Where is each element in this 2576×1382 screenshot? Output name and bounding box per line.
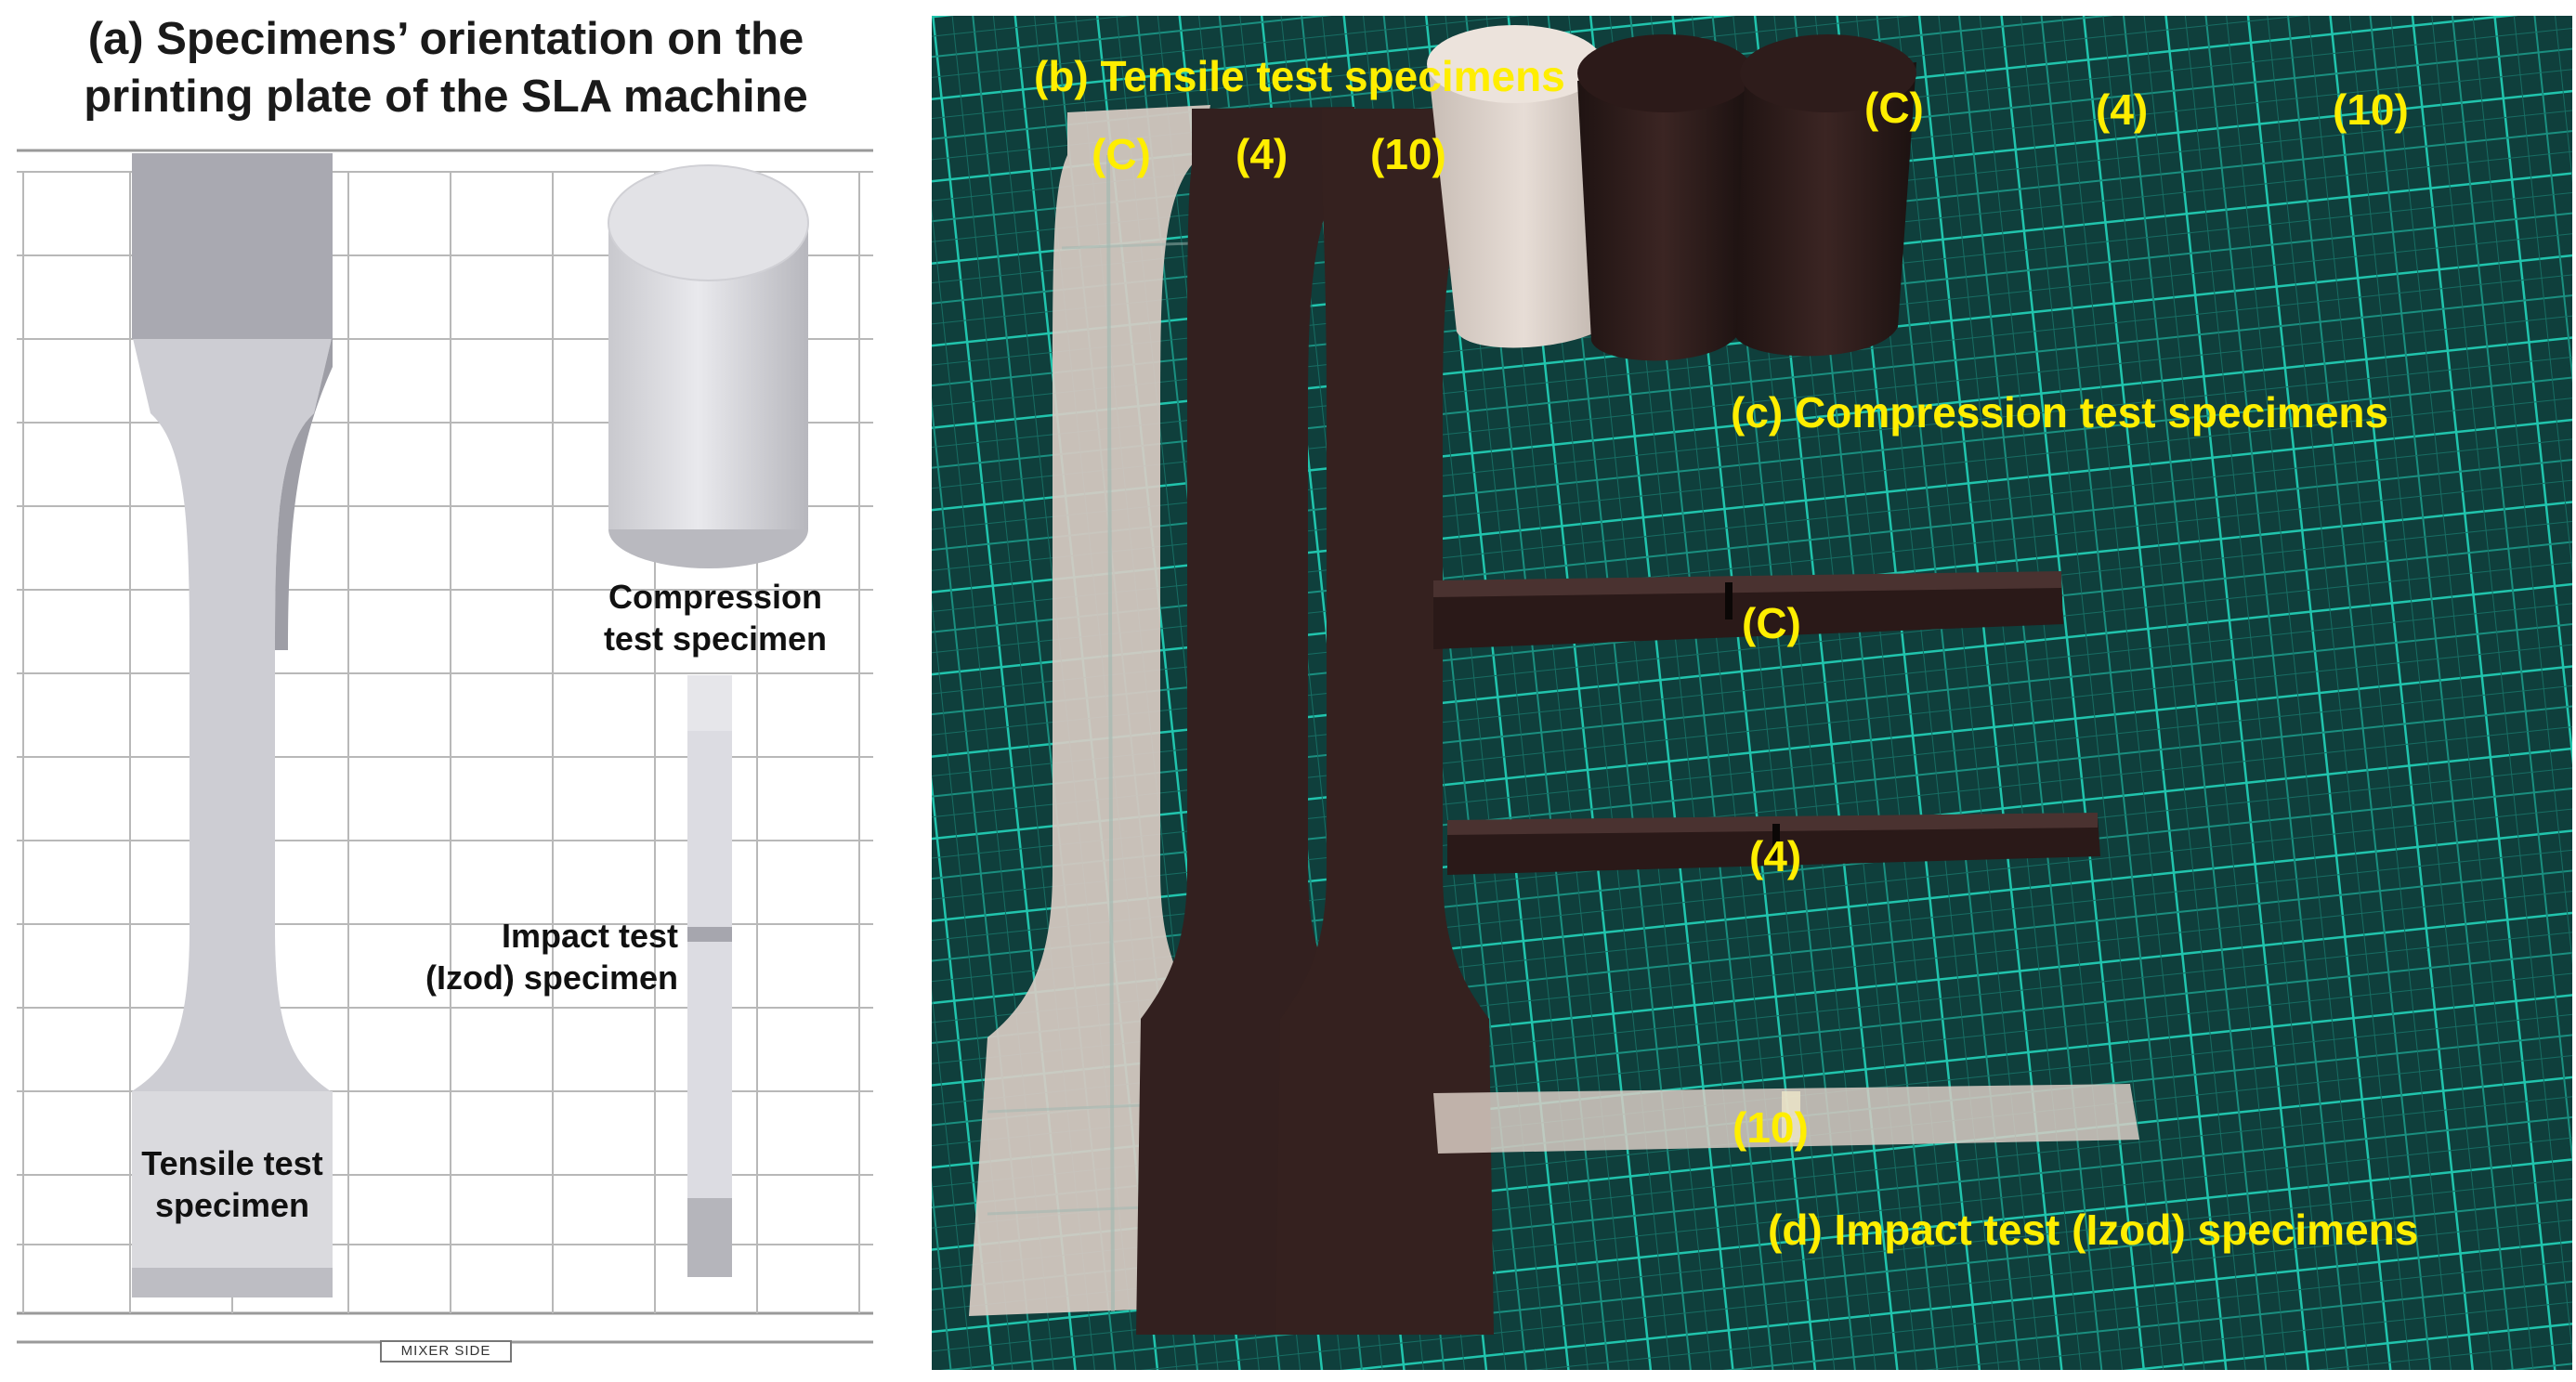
compression-label-c: (C) (1864, 84, 1924, 132)
impact-title-label: (d) Impact test (Izod) specimens (1768, 1206, 2419, 1254)
panel-a-title-line2: printing plate of the SLA machine (84, 72, 808, 122)
impact-bar-10 (1433, 1084, 2139, 1154)
tensile-label-c: (C) (1092, 130, 1151, 178)
compression-label-4: (4) (2096, 85, 2149, 134)
tensile-label-10: (10) (1370, 130, 1446, 178)
compression-label-10: (10) (2333, 85, 2409, 134)
impact-label-4: (4) (1749, 832, 1802, 880)
tensile-label-line1: Tensile test (141, 1144, 323, 1182)
compression-cylinder-10 (1735, 34, 1916, 357)
mixer-side-label: MIXER SIDE (400, 1343, 491, 1359)
panel-photo-specimens: (b) Tensile test specimens (C) (4) (10) … (932, 16, 2572, 1370)
panel-a-printing-plate: (a) Specimens’ orientation on the printi… (0, 0, 929, 1382)
compression-title-label: (c) Compression test specimens (1731, 388, 2389, 437)
impact-bar-schematic (687, 675, 732, 1277)
compression-cylinder-schematic (608, 164, 809, 568)
impact-label-c: (C) (1742, 599, 1801, 647)
compression-cylinder-4 (1577, 34, 1754, 361)
impact-bar-c (1433, 571, 2063, 649)
impact-label-line2: (Izod) specimen (425, 958, 678, 997)
panel-a-title-line1: (a) Specimens’ orientation on the (87, 14, 804, 64)
specimens-photo-recreation (932, 16, 2572, 1370)
compression-cylinder-c (1427, 25, 1619, 348)
impact-label-10: (10) (1733, 1103, 1809, 1152)
printing-plate-diagram (17, 149, 873, 1362)
tensile-title-label: (b) Tensile test specimens (1034, 52, 1565, 100)
impact-label-line1: Impact test (501, 917, 678, 955)
mixer-side-tag-box (380, 1340, 512, 1362)
tensile-specimen-10 (1275, 109, 1494, 1335)
impact-bar-4 (1447, 813, 2100, 875)
tensile-label-4: (4) (1236, 130, 1288, 178)
tensile-label-line2: specimen (154, 1186, 310, 1224)
compression-label-line2: test specimen (603, 619, 828, 658)
compression-label-line1: Compression (608, 578, 823, 616)
tensile-specimen-schematic (132, 153, 333, 1297)
